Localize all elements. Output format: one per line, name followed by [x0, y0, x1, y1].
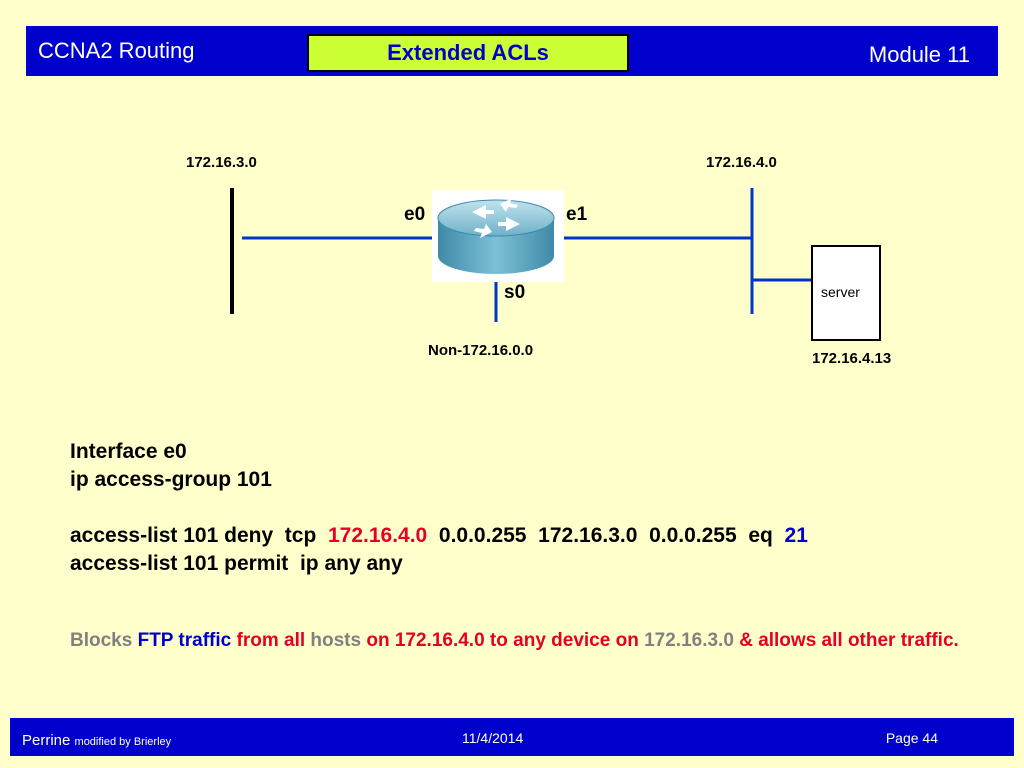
module-label: Module 11	[868, 42, 970, 67]
config-line-deny: access-list 101 deny tcp 172.16.4.0 0.0.…	[70, 524, 808, 548]
config-line-permit: access-list 101 permit ip any any	[70, 552, 403, 575]
summary-part: & allows all other traffic.	[739, 630, 959, 651]
footer-page: Page 44	[885, 730, 938, 746]
interface-s0-label: s0	[504, 282, 526, 303]
deny-port: 21	[784, 524, 808, 547]
summary-text: Blocks FTP traffic from all hosts on 172…	[70, 628, 970, 654]
summary-part: from all	[236, 630, 311, 651]
router-icon	[432, 190, 564, 282]
summary-part: traffic	[178, 630, 237, 651]
slide-header: CCNA2 Routing Extended ACLs Module 11	[26, 26, 998, 76]
server-ip-label: 172.16.4.13	[812, 350, 892, 367]
config-line-access-group: ip access-group 101	[70, 468, 272, 491]
summary-part: 172.16.3.0	[644, 630, 740, 651]
deny-source: 172.16.4.0	[327, 524, 428, 547]
modified-by: modified by Brierley	[74, 736, 172, 748]
footer-date: 11/4/2014	[462, 730, 524, 746]
summary-part: hosts	[310, 630, 367, 651]
server-label: server	[821, 284, 860, 300]
course-title: CCNA2 Routing	[38, 38, 195, 63]
footer-author: Perrine modified by Brierley	[22, 732, 171, 749]
slide-footer: Perrine modified by Brierley 11/4/2014 P…	[10, 718, 1014, 756]
deny-prefix: access-list 101 deny tcp	[70, 524, 328, 547]
network-right-label: 172.16.4.0	[706, 154, 777, 171]
summary-part: on 172.16.4.0 to any device on	[366, 630, 645, 651]
slide-title: Extended ACLs	[307, 34, 629, 72]
config-line-interface: Interface e0	[70, 440, 187, 463]
interface-e0-label: e0	[404, 204, 426, 225]
author-name: Perrine	[22, 732, 71, 749]
network-left-label: 172.16.3.0	[186, 154, 257, 171]
non-network-label: Non-172.16.0.0	[428, 342, 534, 359]
interface-e1-label: e1	[566, 204, 588, 225]
server-box	[811, 245, 881, 341]
summary-part: Blocks	[70, 630, 138, 651]
summary-part: FTP	[137, 630, 179, 651]
deny-middle: 0.0.0.255 172.16.3.0 0.0.0.255 eq	[427, 524, 785, 547]
